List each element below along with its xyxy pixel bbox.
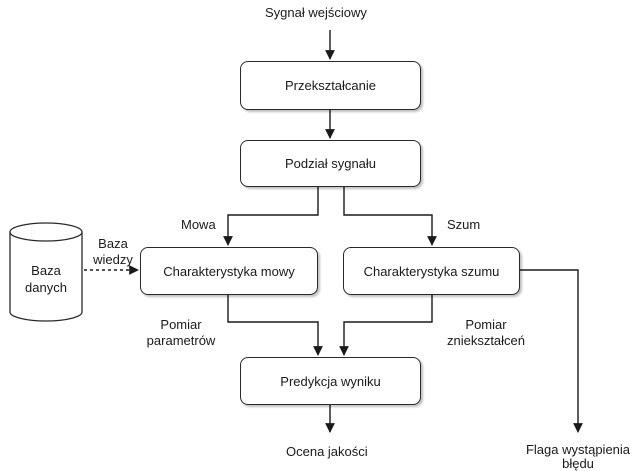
database-label-line2: danych [25,280,67,295]
speech-edge-label: Mowa [181,217,216,232]
result-prediction-label: Predykcja wyniku [280,373,381,389]
distortion-measurement-line2: zniekształceń [446,333,526,348]
result-prediction-node: Predykcja wyniku [240,357,421,405]
knowledge-base-label-line2: wiedzy [93,252,133,267]
knowledge-base-label: Baza wiedzy [88,236,138,268]
database-label-line1: Baza [31,263,61,278]
parameter-measurement-line1: Pomiar [160,317,202,332]
speech-characteristics-node: Charakterystyka mowy [140,247,318,295]
noise-characteristics-node: Charakterystyka szumu [343,247,520,295]
arrow-noise-to-flag [520,269,583,433]
transform-node: Przekształcanie [240,61,421,110]
signal-split-node: Podział sygnału [240,140,421,187]
distortion-measurement-label: Pomiar zniekształceń [440,317,532,349]
parameter-measurement-label: Pomiar parametrów [138,317,224,349]
error-flag-output: Flaga wystąpienia błędu [520,443,635,471]
arrow-split-to-noise [343,187,437,246]
quality-assessment-output: Ocena jakości [286,444,368,459]
arrow-noise-to-prediction [339,295,433,356]
error-flag-output-line2: błędu [562,456,594,471]
database-label: Baza danych [8,262,84,296]
error-flag-output-line1: Flaga wystąpienia [525,442,631,457]
signal-split-node-label: Podział sygnału [284,156,377,171]
database-cylinder [9,222,83,322]
transform-node-label: Przekształcanie [284,78,377,93]
noise-edge-label: Szum [447,217,481,232]
speech-characteristics-label: Charakterystyka mowy [163,263,295,279]
arrow-speech-to-prediction [227,295,323,356]
parameter-measurement-line2: parametrów [146,333,216,348]
noise-characteristics-label: Charakterystyka szumu [363,263,500,279]
knowledge-base-label-line1: Baza [98,236,128,251]
input-signal-label: Sygnał wejściowy [265,5,367,20]
arrow-split-to-speech [223,187,319,246]
distortion-measurement-line1: Pomiar [465,317,507,332]
